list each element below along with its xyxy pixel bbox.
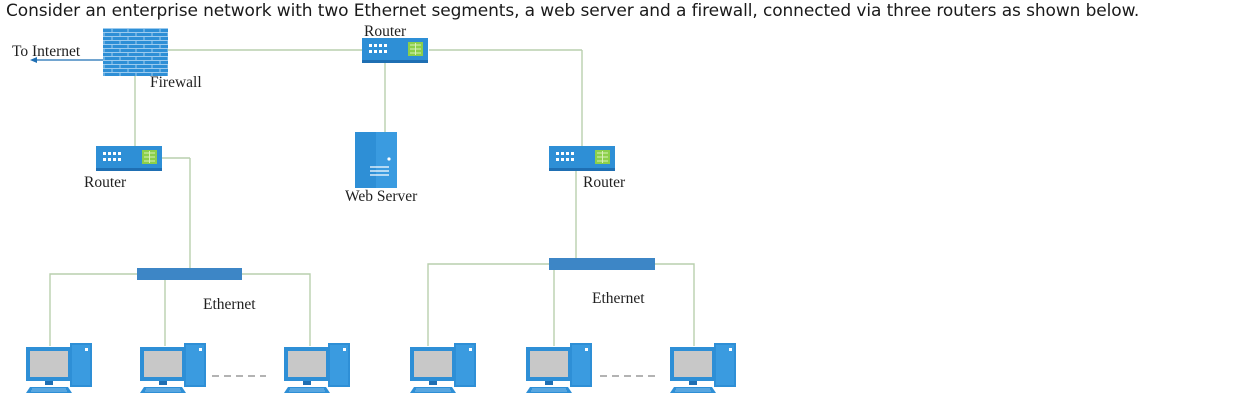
workstation-icon [25, 342, 93, 394]
workstation-icon [409, 342, 477, 394]
firewall-label: Firewall [150, 74, 202, 91]
router-left-icon [95, 145, 163, 172]
workstation-icon [525, 342, 593, 394]
firewall-icon [103, 28, 168, 76]
router-right-icon [548, 145, 616, 172]
workstation-icon [139, 342, 207, 394]
web-server-icon [355, 132, 397, 188]
ethernet-left-label: Ethernet [203, 296, 256, 313]
to-internet-label: To Internet [12, 43, 81, 60]
router-top-icon [361, 37, 429, 64]
ethernet-right-bar [549, 258, 655, 270]
question-text: Consider an enterprise network with two … [6, 1, 1140, 21]
router-top-label: Router [364, 23, 407, 40]
router-left-label: Router [84, 174, 127, 191]
workstation-icon [669, 342, 737, 394]
web-server-label: Web Server [345, 188, 418, 205]
ethernet-left-bar [137, 268, 242, 280]
internet-arrow [30, 57, 103, 63]
ethernet-right-label: Ethernet [592, 290, 645, 307]
router-right-label: Router [583, 174, 626, 191]
workstation-icon [283, 342, 351, 394]
